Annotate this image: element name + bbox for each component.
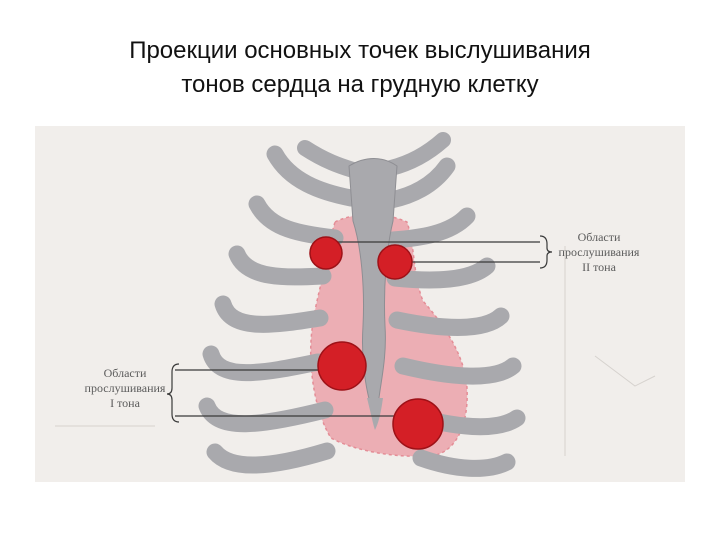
annotation-first-tone: Области прослушивания I тона bbox=[75, 366, 175, 411]
title-line-2: тонов сердца на грудную клетку bbox=[181, 71, 539, 98]
left-ribs bbox=[198, 145, 360, 474]
chest-svg bbox=[55, 132, 656, 477]
chest-diagram: Области прослушивания II тона Области пр… bbox=[35, 126, 685, 482]
xiphoid bbox=[367, 398, 383, 430]
aortic-point bbox=[309, 236, 343, 270]
auscultation-points bbox=[309, 236, 444, 450]
paper-marks bbox=[55, 246, 656, 456]
mitral-point bbox=[392, 398, 444, 450]
bracket-left bbox=[166, 363, 180, 423]
annotation-first-tone-line1: Области bbox=[103, 366, 147, 380]
pulmonary-point bbox=[377, 244, 413, 280]
annotation-second-tone-line2: прослушивания bbox=[558, 245, 640, 259]
slide-title: Проекции основных точек выслушивания тон… bbox=[0, 34, 720, 102]
annotation-second-tone-line1: Области bbox=[577, 230, 621, 244]
annotation-first-tone-line2: прослушивания bbox=[84, 381, 166, 395]
sternum bbox=[348, 158, 398, 407]
tricuspid-point bbox=[317, 341, 367, 391]
annotation-first-tone-line3: I тона bbox=[110, 396, 140, 410]
title-line-1: Проекции основных точек выслушивания bbox=[129, 37, 591, 64]
bracket-right bbox=[539, 235, 553, 269]
heart-area bbox=[309, 213, 468, 458]
annotation-second-tone-line3: II тона bbox=[582, 260, 616, 274]
right-ribs bbox=[382, 157, 526, 477]
annotation-second-tone: Области прослушивания II тона bbox=[540, 230, 658, 275]
leader-lines bbox=[175, 241, 540, 417]
